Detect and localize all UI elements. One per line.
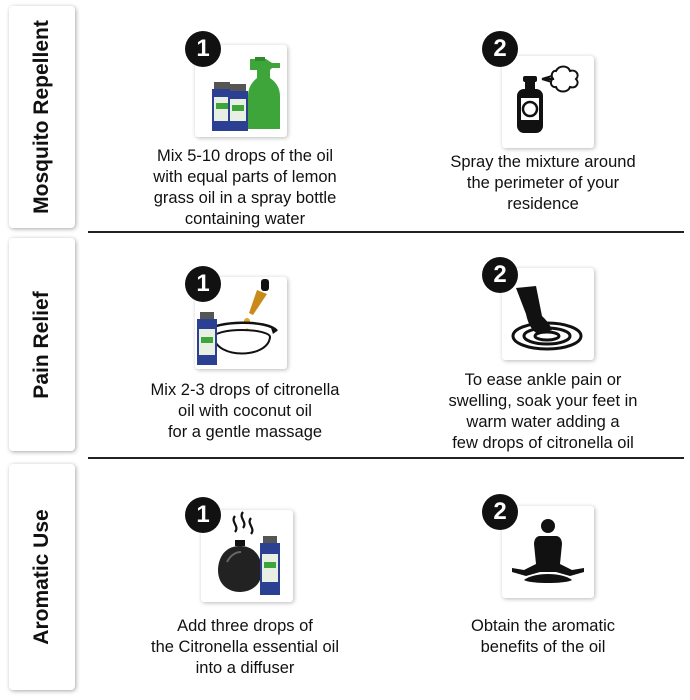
step-description: Spray the mixture around the perimeter o… [450, 153, 636, 213]
step-description: Mix 5-10 drops of the oil with equal par… [153, 147, 337, 228]
section-tab-pain-relief: Pain Relief [9, 238, 75, 451]
step-number-badge: 1 [185, 266, 221, 302]
section-tab-aromatic-use: Aromatic Use [9, 464, 75, 690]
spray-can-icon [502, 56, 594, 148]
section-tab-mosquito-repellent: Mosquito Repellent [9, 6, 75, 228]
step-description: To ease ankle pain or swelling, soak you… [448, 371, 638, 452]
section-divider [88, 457, 684, 459]
dropper-bowl-icon [195, 277, 287, 369]
step-description: Add three drops of the Citronella essent… [150, 617, 340, 677]
step-description: Obtain the aromatic benefits of the oil [471, 617, 615, 656]
section-label: Pain Relief [30, 290, 53, 399]
step-number-badge: 2 [482, 31, 518, 67]
oil-bottles-spray-bottle-icon [195, 45, 287, 137]
meditation-icon [502, 506, 594, 598]
section-divider [88, 231, 684, 233]
step-number-badge: 1 [185, 497, 221, 533]
step-description: Mix 2-3 drops of citronella oil with coc… [150, 381, 340, 441]
step-number-badge: 2 [482, 257, 518, 293]
step-number-badge: 2 [482, 494, 518, 530]
section-label: Mosquito Repellent [30, 20, 53, 214]
foot-soak-icon [502, 268, 594, 360]
step-number-badge: 1 [185, 31, 221, 67]
section-label: Aromatic Use [30, 509, 53, 645]
